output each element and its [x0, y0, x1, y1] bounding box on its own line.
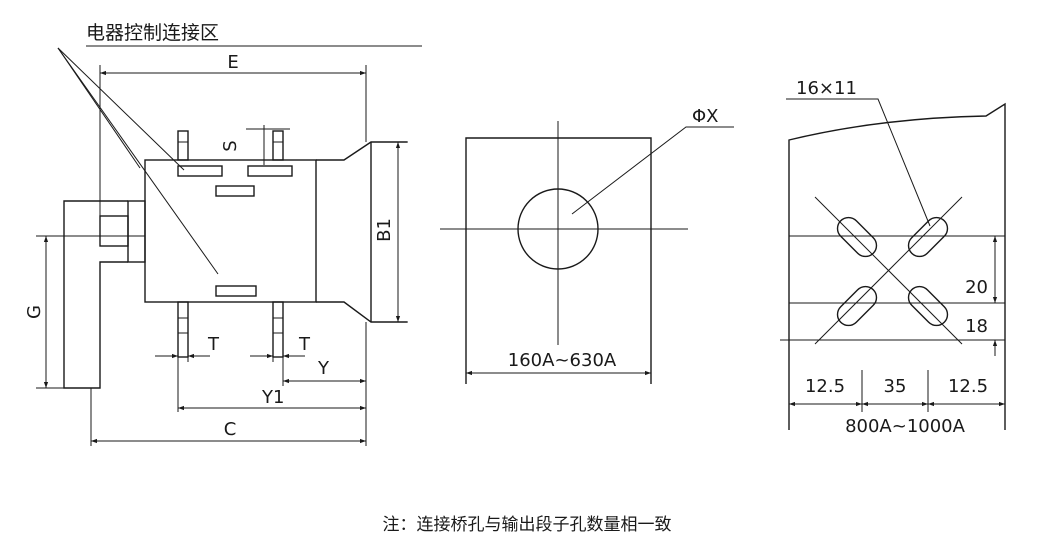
bolt-head [99, 215, 129, 247]
busbar-view: 16×11 20 18 12.5 35 12.5 800A~1000A [780, 78, 1006, 437]
bottom-terminal-right [272, 301, 284, 358]
front-range-label: 160A~630A [508, 350, 617, 371]
top-terminal-right [272, 130, 284, 161]
dim-y-label: Y [317, 358, 330, 379]
main-body [144, 159, 317, 303]
zone-leader-3 [57, 47, 141, 169]
dim-18-label: 18 [965, 316, 988, 337]
zone-leader-1 [57, 47, 185, 171]
top-terminal-left [177, 130, 189, 161]
hole-leader [571, 126, 734, 215]
dim-12-5-right-label: 12.5 [948, 376, 988, 397]
slot-bottom-left [836, 285, 878, 327]
slot-upper-left [177, 165, 223, 177]
dim-20-label: 20 [965, 277, 988, 298]
dim-t-right-label: T [298, 334, 311, 355]
zone-leader-2 [57, 47, 219, 275]
taper-bottom [316, 301, 407, 323]
dim-c-label: C [224, 419, 237, 440]
dim-e-label: E [227, 52, 238, 73]
zone-label: 电器控制连接区 [86, 22, 219, 44]
dim-35-label: 35 [884, 376, 907, 397]
dim-y1-label: Y1 [261, 387, 284, 408]
busbar-plate [788, 102, 1006, 430]
slot-top-right [907, 216, 949, 258]
dim-b1-label: B1 [374, 218, 395, 242]
mounting-bracket [63, 200, 128, 389]
side-view: 电器控制连接区 S [24, 22, 422, 446]
slot-middle [215, 185, 255, 197]
cross-line-2 [814, 196, 963, 345]
footnote: 注：连接桥孔与输出段子孔数量相一致 [383, 515, 672, 535]
slot-bottom-right [907, 285, 949, 327]
slot-lower [215, 285, 257, 297]
slot-leader [786, 98, 931, 227]
dim-g-label: G [24, 305, 45, 319]
dim-12-5-left-label: 12.5 [805, 376, 845, 397]
busbar-range-label: 800A~1000A [845, 416, 966, 437]
taper-top [316, 141, 407, 161]
hole-label: ΦX [692, 106, 719, 127]
slot-upper-right [247, 165, 293, 177]
dim-t-left-label: T [207, 334, 220, 355]
dim-s-label: S [220, 140, 241, 151]
bottom-terminal-left [177, 301, 189, 358]
flange [127, 200, 146, 263]
front-view: ΦX 160A~630A [440, 106, 734, 384]
slot-label: 16×11 [796, 78, 857, 99]
slot-top-left [836, 216, 878, 258]
hole-circle [517, 188, 599, 270]
